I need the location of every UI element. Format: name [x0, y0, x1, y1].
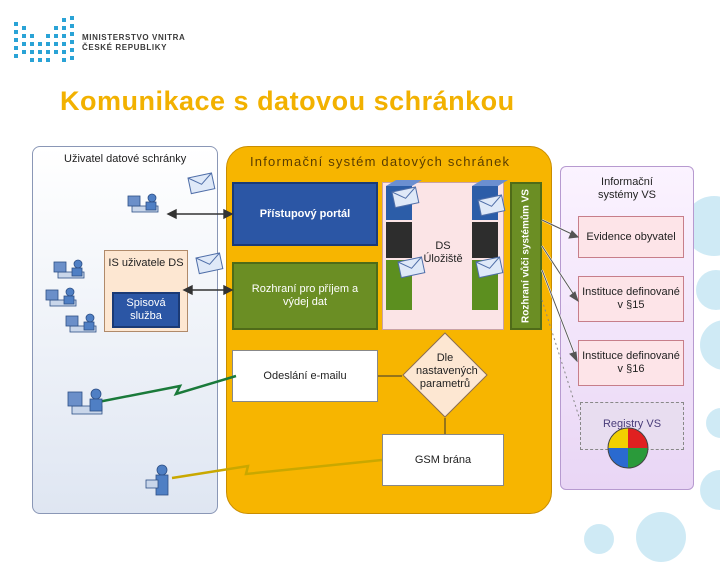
vs-item-par15: Instituce definované v §15: [578, 276, 684, 322]
registry-pie-icon: [607, 427, 649, 469]
ministry-name: MINISTERSTVO VNITRA ČESKÉ REPUBLIKY: [82, 33, 185, 53]
spisova-sluzba-box: Spisová služba: [112, 292, 180, 328]
email-box: Odeslání e-mailu: [232, 350, 378, 402]
decision-diamond: [402, 332, 488, 418]
gsm-box: GSM brána: [382, 434, 504, 486]
decor-bubble: [700, 470, 720, 510]
decor-bubble: [700, 320, 720, 370]
envelope-icon: [187, 172, 506, 279]
ministry-logo: [14, 16, 74, 62]
user-workstation-icon: [45, 193, 169, 496]
decor-bubble: [706, 408, 720, 438]
diagram-graphics: [45, 172, 649, 496]
page-title: Komunikace s datovou schránkou: [60, 86, 515, 116]
vs-item-evidence: Evidence obyvatel: [578, 216, 684, 258]
isds-panel-title: Informační systém datových schránek: [250, 154, 511, 169]
data-interface-box: Rozhraní pro příjem a výdej dat: [232, 262, 378, 330]
decision-label: Dle nastavených parametrů: [416, 352, 478, 390]
lightning-icon: [171, 458, 383, 480]
ministry-line2: ČESKÉ REPUBLIKY: [82, 43, 168, 52]
user-panel-title: Uživatel datové schránky: [64, 153, 187, 165]
lightning-icon: [97, 374, 237, 404]
storage-label: DS Úložiště: [423, 240, 463, 265]
vs-interface-box: Rozhraní vůči systémům VS: [510, 182, 542, 330]
vs-panel-title: Informační systémy VS: [597, 176, 657, 201]
registry-label: Registry VS: [602, 418, 662, 430]
ministry-line1: MINISTERSTVO VNITRA: [82, 33, 186, 42]
is-user-box-title: IS uživatele DS: [108, 257, 184, 269]
vs-item-par16: Instituce definované v §16: [578, 340, 684, 386]
